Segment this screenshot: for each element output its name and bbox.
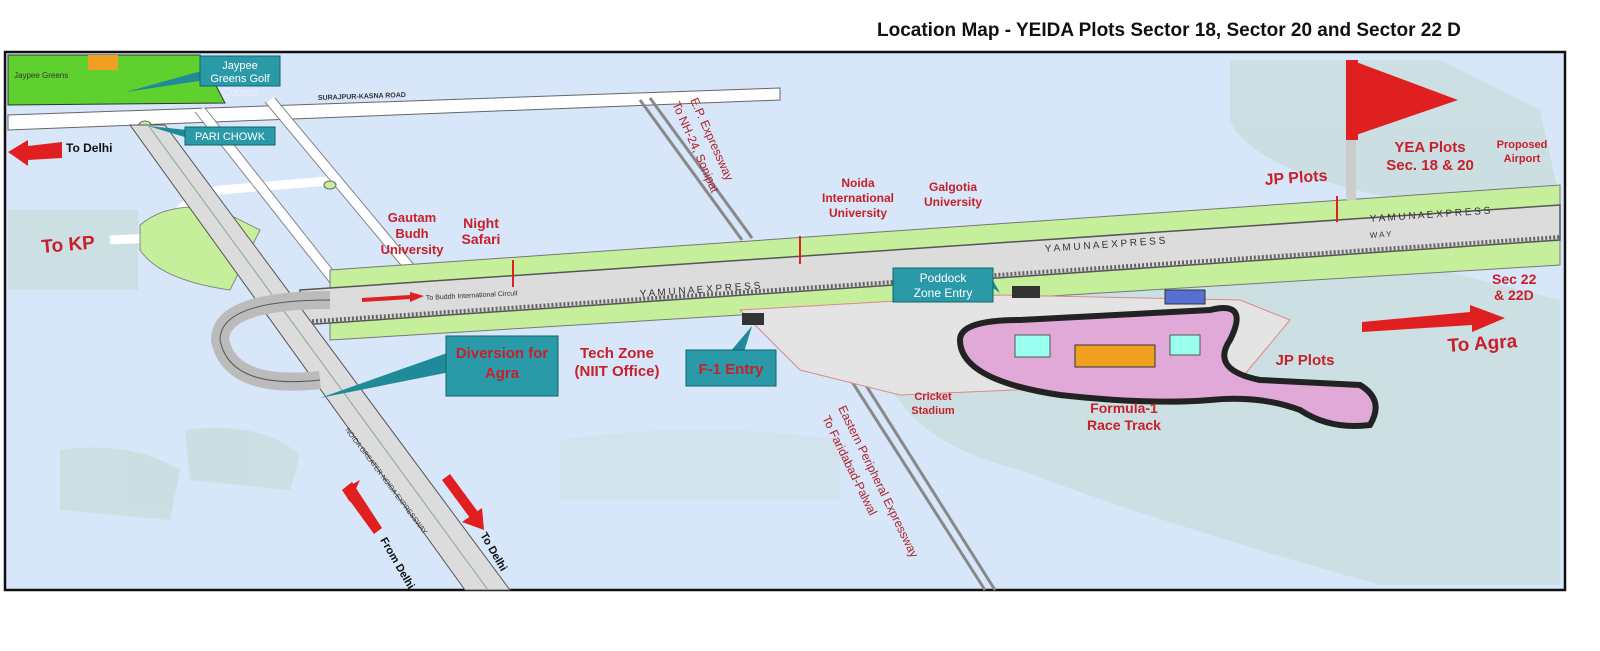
jaypee-greens-label: Jaypee Greens bbox=[14, 71, 68, 80]
surajpur-road-label: SURAJPUR-KASNA ROAD bbox=[318, 92, 406, 102]
f1-entry-checkered-flag bbox=[742, 313, 764, 325]
flag-icon bbox=[1356, 62, 1458, 135]
night-safari-line-2: Safari bbox=[462, 231, 501, 247]
red-direction-arrow bbox=[361, 295, 411, 302]
formula1-race-track bbox=[956, 305, 1379, 429]
to-delhi-arrow-icon bbox=[8, 140, 62, 166]
roundabout bbox=[323, 180, 337, 190]
f1-entry-label: F-1 Entry bbox=[698, 361, 764, 378]
to-agra-arrow-icon bbox=[1362, 305, 1505, 332]
poddock-line-1: Poddock bbox=[920, 271, 968, 285]
grandstand bbox=[1074, 344, 1156, 368]
callout-f1-entry: F-1 Entry bbox=[685, 326, 777, 387]
pari-chowk-label: PARI CHOWK bbox=[195, 131, 266, 143]
flag-pole-top bbox=[1346, 60, 1358, 140]
to-buddh-circuit-label: To Buddh International Circuit bbox=[426, 290, 518, 302]
formula1-line-2: Race Track bbox=[1087, 417, 1161, 433]
proposed-airport-line-1: Proposed bbox=[1497, 139, 1548, 151]
sec22-line-1: Sec 22 bbox=[1492, 271, 1537, 287]
cricket-stadium-line-2: Stadium bbox=[911, 405, 955, 417]
callout-diversion: Diversion for Agra bbox=[320, 335, 559, 398]
tech-zone-line-1: Tech Zone bbox=[580, 345, 654, 362]
way-label: W A Y bbox=[1370, 229, 1393, 240]
diversion-line-2: Agra bbox=[485, 365, 520, 382]
track-pool bbox=[1014, 334, 1051, 358]
night-safari-line-1: Night bbox=[463, 215, 499, 231]
noida-intl-line-3: University bbox=[829, 206, 887, 220]
poddock-line-2: Zone Entry bbox=[914, 286, 973, 300]
loop-edge bbox=[219, 299, 331, 383]
to-delhi-top-label: To Delhi bbox=[66, 141, 112, 155]
gautam-budh-line-3: University bbox=[381, 242, 445, 257]
callout-poddock: Poddock Zone Entry bbox=[892, 267, 1000, 303]
expressway-barrier bbox=[299, 235, 1561, 324]
jaypee-golf-line-2: Greens Golf bbox=[210, 73, 270, 85]
map-title: Location Map - YEIDA Plots Sector 18, Se… bbox=[877, 20, 1461, 41]
jaypee-golf-line-1: Jaypee bbox=[222, 60, 257, 72]
sec22-line-2: & 22D bbox=[1494, 287, 1534, 303]
from-delhi-arrowhead-icon bbox=[342, 480, 360, 502]
to-delhi-bottom-arrowhead-icon bbox=[462, 508, 484, 530]
jp-plots-bottom-label: JP Plots bbox=[1276, 352, 1335, 369]
tech-zone-line-2: (NIIT Office) bbox=[575, 363, 660, 380]
callout-pari-chowk: PARI CHOWK bbox=[148, 126, 276, 146]
jaypee-greens-park bbox=[7, 54, 226, 106]
red-arrowhead bbox=[410, 292, 424, 302]
to-agra-label: To Agra bbox=[1447, 331, 1518, 357]
galgotia-line-2: University bbox=[924, 195, 982, 209]
track-pool-2 bbox=[1169, 334, 1201, 356]
gautam-budh-label: Gautam Budh University bbox=[381, 210, 445, 257]
noida-greater-noida-expressway bbox=[129, 124, 511, 591]
ep-expressway-north bbox=[638, 97, 754, 241]
callout-jaypee-golf: Jaypee Greens Golf Course bbox=[126, 55, 281, 99]
yea-plots-line-2: Sec. 18 & 20 bbox=[1386, 157, 1474, 174]
ep-expressway-south bbox=[833, 351, 997, 591]
noida-intl-line-1: Noida bbox=[841, 176, 875, 190]
paddock-checkered-flag bbox=[1012, 286, 1040, 298]
formula1-line-1: Formula-1 bbox=[1090, 400, 1158, 416]
paddock-building bbox=[1164, 289, 1206, 305]
cricket-stadium-line-1: Cricket bbox=[914, 391, 952, 403]
jp-plots-top-label: JP Plots bbox=[1264, 168, 1328, 189]
proposed-airport-line-2: Airport bbox=[1504, 153, 1541, 165]
jaypee-golf-line-3: Course bbox=[222, 87, 257, 99]
jaypee-building bbox=[88, 55, 118, 70]
location-markers bbox=[512, 196, 1338, 287]
gautam-budh-line-2: Budh bbox=[395, 226, 428, 241]
expressway-median bbox=[147, 124, 489, 591]
yea-plots-line-1: YEA Plots bbox=[1394, 139, 1465, 156]
noida-intl-line-2: International bbox=[822, 191, 894, 205]
galgotia-line-1: Galgotia bbox=[929, 180, 977, 194]
diversion-line-1: Diversion for bbox=[456, 345, 549, 362]
gautam-budh-line-1: Gautam bbox=[388, 210, 436, 225]
arrows bbox=[8, 140, 1505, 534]
to-delhi-bottom-arrow-icon bbox=[442, 474, 478, 518]
to-kp-label: To KP bbox=[41, 232, 96, 258]
